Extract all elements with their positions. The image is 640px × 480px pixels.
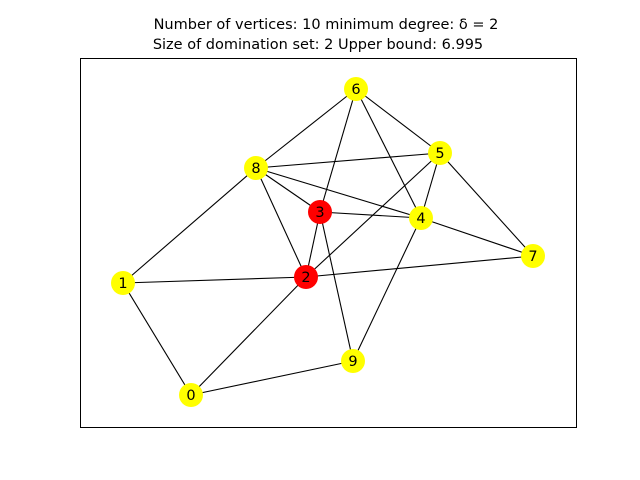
dominating-node-circle bbox=[294, 265, 318, 289]
edge-0-2 bbox=[190, 276, 307, 396]
node-7: 7 bbox=[521, 244, 545, 268]
node-circle bbox=[409, 206, 433, 230]
edge-3-9 bbox=[319, 211, 354, 362]
edge-4-7 bbox=[420, 217, 534, 257]
edges-layer bbox=[122, 88, 534, 396]
title-line-2: Size of domination set: 2 Upper bound: 6… bbox=[153, 37, 483, 53]
node-2: 2 bbox=[294, 265, 318, 289]
plot-frame bbox=[80, 58, 577, 428]
edge-4-8 bbox=[255, 167, 422, 219]
edge-5-6 bbox=[355, 88, 441, 154]
node-label: 6 bbox=[351, 82, 360, 98]
node-label: 5 bbox=[435, 146, 444, 162]
edge-5-8 bbox=[255, 152, 441, 169]
node-circle bbox=[111, 271, 135, 295]
node-label: 4 bbox=[416, 211, 425, 227]
node-label: 8 bbox=[251, 161, 260, 177]
edge-3-8 bbox=[255, 167, 321, 213]
dominating-node-circle bbox=[308, 200, 332, 224]
edge-5-7 bbox=[439, 152, 534, 257]
edge-2-7 bbox=[305, 255, 534, 278]
node-circle bbox=[341, 349, 365, 373]
node-0: 0 bbox=[179, 383, 203, 407]
node-label: 3 bbox=[315, 205, 324, 221]
node-1: 1 bbox=[111, 271, 135, 295]
node-label: 2 bbox=[301, 270, 310, 286]
node-circle bbox=[179, 383, 203, 407]
edge-3-4 bbox=[319, 211, 422, 219]
node-6: 6 bbox=[344, 77, 368, 101]
edge-0-9 bbox=[190, 360, 354, 396]
title-line-1: Number of vertices: 10 minimum degree: δ… bbox=[154, 17, 499, 33]
node-label: 9 bbox=[348, 354, 357, 370]
edge-1-8 bbox=[122, 167, 257, 284]
node-label: 0 bbox=[186, 388, 195, 404]
edge-3-6 bbox=[319, 88, 357, 213]
edge-6-8 bbox=[255, 88, 357, 169]
node-4: 4 bbox=[409, 206, 433, 230]
nodes-layer: 0 1 2 3 4 5 6 7 8 9 bbox=[111, 77, 545, 407]
edge-4-9 bbox=[352, 217, 422, 362]
edge-2-8 bbox=[255, 167, 307, 278]
node-circle bbox=[521, 244, 545, 268]
edge-4-6 bbox=[355, 88, 422, 219]
node-circle bbox=[428, 141, 452, 165]
edge-1-2 bbox=[122, 276, 307, 284]
node-3: 3 bbox=[308, 200, 332, 224]
node-circle bbox=[244, 156, 268, 180]
node-5: 5 bbox=[428, 141, 452, 165]
edge-0-1 bbox=[122, 282, 192, 396]
node-label: 7 bbox=[528, 249, 537, 265]
node-9: 9 bbox=[341, 349, 365, 373]
node-circle bbox=[344, 77, 368, 101]
node-8: 8 bbox=[244, 156, 268, 180]
node-label: 1 bbox=[118, 276, 127, 292]
